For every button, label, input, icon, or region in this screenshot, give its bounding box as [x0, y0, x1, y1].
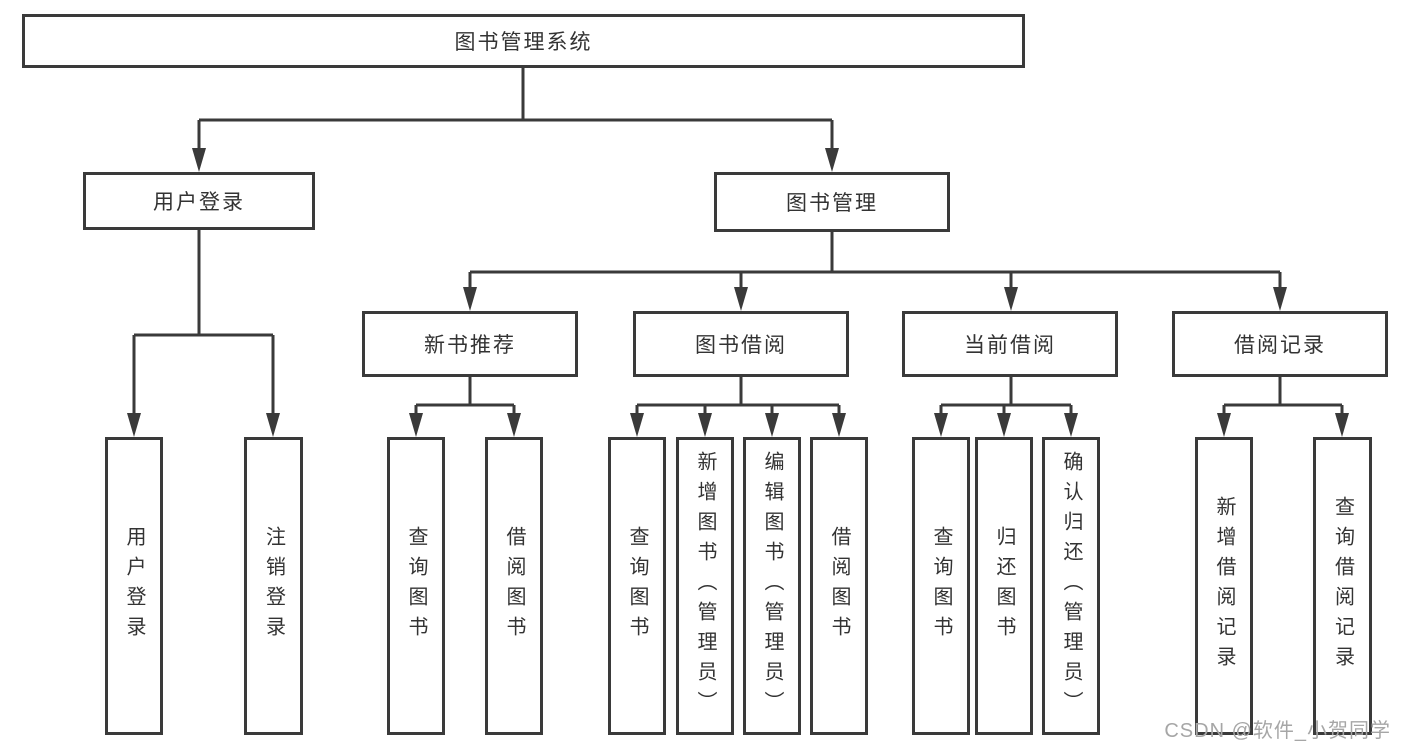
leaf-logout-label: 注销登录 — [262, 526, 285, 646]
leaf-add-book-admin: 新增图书（管理员） — [676, 437, 734, 735]
node-user-login: 用户登录 — [83, 172, 315, 230]
leaf-user-login: 用户登录 — [105, 437, 163, 735]
leaf-query-books-recommend-label: 查询图书 — [405, 526, 427, 646]
leaf-edit-book-admin-label: 编辑图书（管理员） — [761, 451, 783, 721]
leaf-add-book-admin-label: 新增图书（管理员） — [694, 451, 716, 721]
csdn-watermark: CSDN @软件_小贺同学 — [1164, 720, 1391, 742]
node-book-management-label: 图书管理 — [786, 192, 878, 215]
leaf-confirm-return-admin-label: 确认归还（管理员） — [1060, 451, 1082, 721]
node-user-login-label: 用户登录 — [153, 191, 245, 214]
node-current-borrow-label: 当前借阅 — [964, 334, 1056, 357]
leaf-edit-book-admin: 编辑图书（管理员） — [743, 437, 801, 735]
leaf-query-borrow-record-label: 查询借阅记录 — [1331, 496, 1354, 676]
leaf-return-book-label: 归还图书 — [993, 526, 1015, 646]
node-book-management: 图书管理 — [714, 172, 950, 232]
node-root-system: 图书管理系统 — [22, 14, 1025, 68]
leaf-query-borrow-record: 查询借阅记录 — [1313, 437, 1372, 735]
leaf-logout: 注销登录 — [244, 437, 303, 735]
node-book-borrow: 图书借阅 — [633, 311, 849, 377]
node-current-borrow: 当前借阅 — [902, 311, 1118, 377]
leaf-query-books-borrow: 查询图书 — [608, 437, 666, 735]
node-new-book-recommend: 新书推荐 — [362, 311, 578, 377]
leaf-borrow-books-label: 借阅图书 — [828, 526, 850, 646]
node-new-book-recommend-label: 新书推荐 — [424, 334, 516, 357]
leaf-borrow-books-recommend-label: 借阅图书 — [503, 526, 525, 646]
node-book-borrow-label: 图书借阅 — [695, 334, 787, 357]
leaf-add-borrow-record: 新增借阅记录 — [1195, 437, 1253, 735]
leaf-confirm-return-admin: 确认归还（管理员） — [1042, 437, 1100, 735]
leaf-query-books-borrow-label: 查询图书 — [626, 526, 648, 646]
node-borrow-records-label: 借阅记录 — [1234, 334, 1326, 357]
leaf-add-borrow-record-label: 新增借阅记录 — [1213, 496, 1235, 676]
node-borrow-records: 借阅记录 — [1172, 311, 1388, 377]
leaf-return-book: 归还图书 — [975, 437, 1033, 735]
leaf-query-books-current: 查询图书 — [912, 437, 970, 735]
leaf-query-books-recommend: 查询图书 — [387, 437, 445, 735]
leaf-user-login-label: 用户登录 — [123, 526, 145, 646]
leaf-query-books-current-label: 查询图书 — [930, 526, 952, 646]
leaf-borrow-books: 借阅图书 — [810, 437, 868, 735]
leaf-borrow-books-recommend: 借阅图书 — [485, 437, 543, 735]
node-root-label: 图书管理系统 — [454, 31, 593, 54]
